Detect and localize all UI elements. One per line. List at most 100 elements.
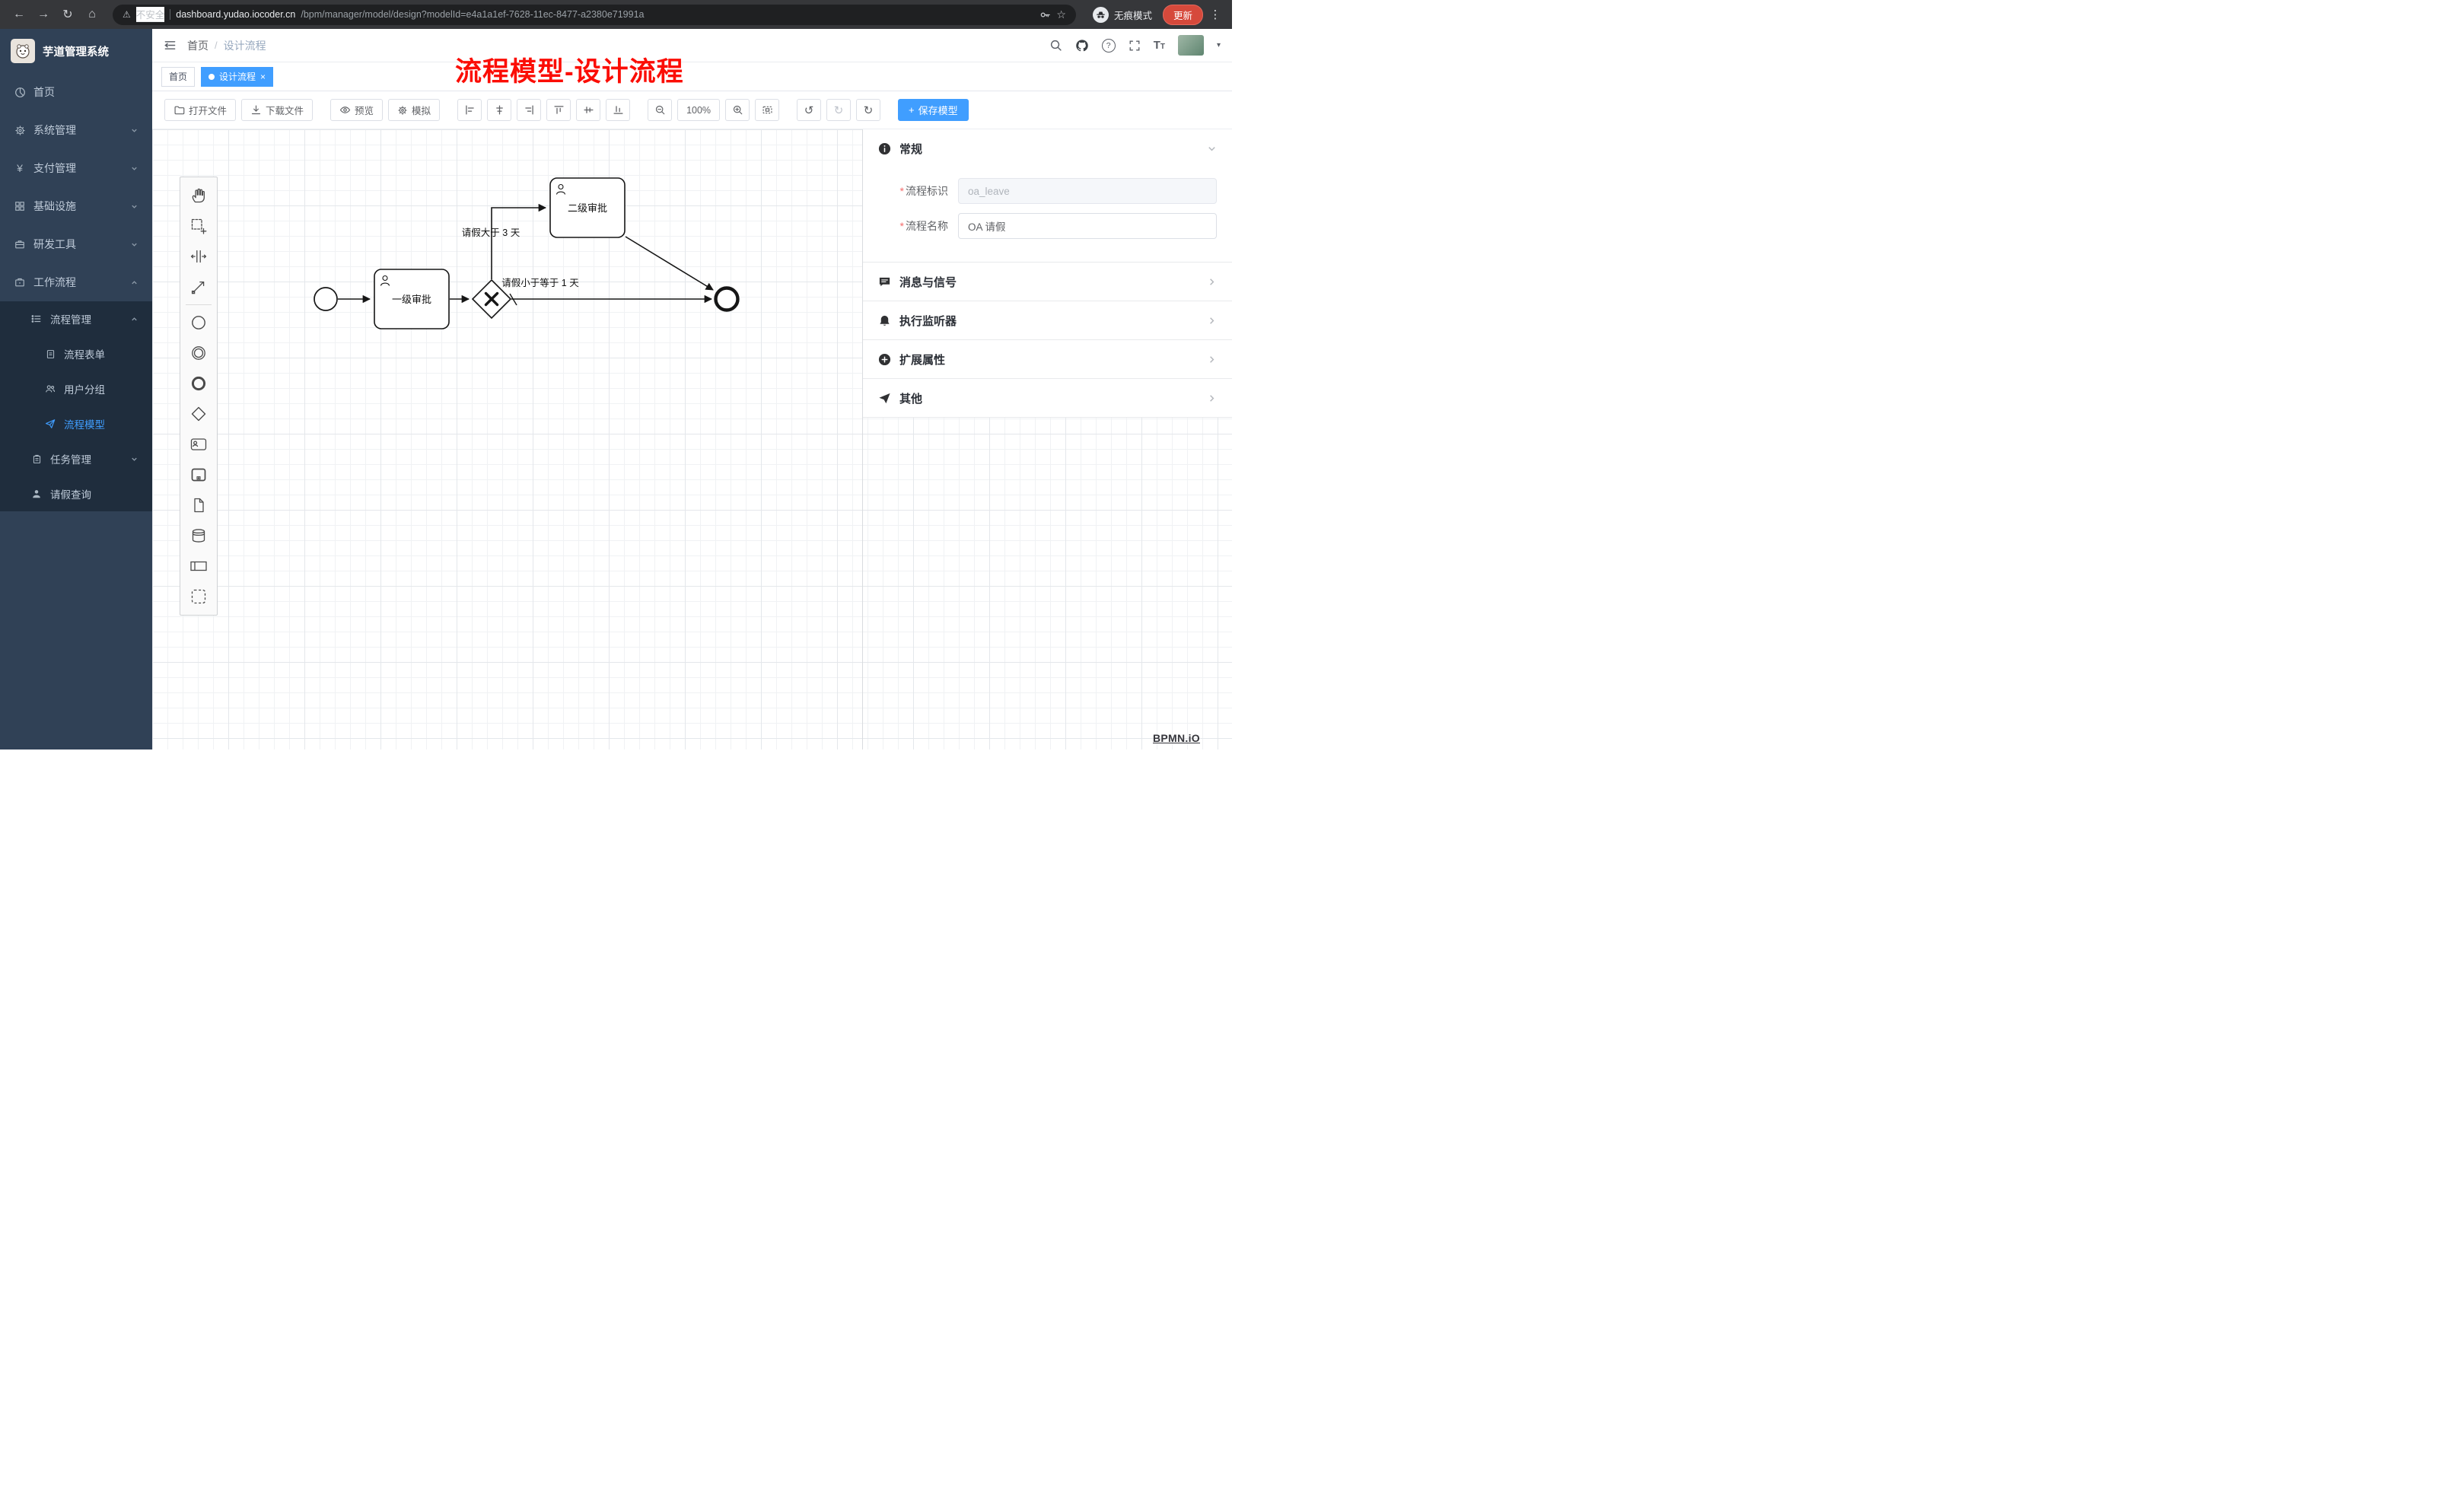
align-top-button[interactable] xyxy=(546,99,571,121)
align-right-button[interactable] xyxy=(517,99,542,121)
create-intermediate-event[interactable] xyxy=(181,338,216,368)
redo-button[interactable]: ↻ xyxy=(826,99,852,121)
align-middle-icon xyxy=(583,104,594,116)
bpmn-io-watermark[interactable]: BPMN.iO xyxy=(1153,732,1200,744)
forward-icon[interactable]: → xyxy=(37,8,49,21)
global-connect-tool[interactable] xyxy=(181,272,216,302)
sidebar-item-infra[interactable]: 基础设施 xyxy=(0,187,152,225)
chevron-up-icon xyxy=(130,278,138,287)
lasso-icon xyxy=(191,218,207,234)
sidebar-collapse-icon[interactable] xyxy=(164,39,177,52)
section-other-header[interactable]: 其他 xyxy=(863,379,1232,417)
font-size-icon[interactable]: TT xyxy=(1154,39,1165,53)
avatar[interactable] xyxy=(1177,35,1204,56)
space-tool[interactable] xyxy=(181,241,216,272)
update-button[interactable]: 更新 xyxy=(1162,4,1203,25)
sidebar-item-process-mgmt[interactable]: 流程管理 xyxy=(0,301,152,336)
sidebar-item-workflow[interactable]: 工作流程 xyxy=(0,263,152,301)
sidebar-item-leave-query[interactable]: 请假查询 xyxy=(0,476,152,511)
back-icon[interactable]: ← xyxy=(13,8,25,21)
bpmn-canvas[interactable]: 请假大于 3 天 请假小于等于 1 天 一级审批 xyxy=(152,129,1232,750)
start-event-node[interactable] xyxy=(314,287,338,311)
font-size-small: T xyxy=(1160,42,1165,51)
align-bottom-button[interactable] xyxy=(606,99,631,121)
fullscreen-icon[interactable] xyxy=(1129,40,1141,52)
content: 首页 / 设计流程 ? TT xyxy=(152,29,1232,750)
avatar-caret-icon[interactable]: ▾ xyxy=(1216,41,1221,49)
create-data-store[interactable] xyxy=(181,520,216,551)
incognito-icon xyxy=(1092,6,1109,23)
grid-icon xyxy=(14,201,26,212)
browser-menu-icon[interactable]: ⋮ xyxy=(1209,8,1221,21)
home-icon[interactable]: ⌂ xyxy=(88,8,96,21)
section-general-header[interactable]: 常规 xyxy=(863,129,1232,167)
restart-button[interactable]: ↻ xyxy=(856,99,881,121)
gear-icon xyxy=(397,105,408,116)
section-message-signal: 消息与信号 xyxy=(863,263,1232,301)
end-event-node[interactable] xyxy=(714,286,740,312)
align-left-icon xyxy=(464,104,476,116)
create-group[interactable] xyxy=(181,581,216,612)
process-name-input[interactable] xyxy=(958,213,1217,239)
save-model-button[interactable]: + 保存模型 xyxy=(898,99,969,121)
fit-viewport-button[interactable] xyxy=(755,99,780,121)
sidebar-item-process-model[interactable]: 流程模型 xyxy=(0,406,152,441)
key-icon[interactable] xyxy=(1039,9,1051,21)
preview-button[interactable]: 预览 xyxy=(330,99,384,121)
incognito-label: 无痕模式 xyxy=(1113,10,1152,21)
create-participant[interactable] xyxy=(181,551,216,581)
reload-icon[interactable]: ↻ xyxy=(62,8,73,21)
lasso-tool[interactable] xyxy=(181,211,216,241)
create-start-event[interactable] xyxy=(181,307,216,338)
fit-viewport-icon xyxy=(762,104,773,116)
create-end-event[interactable] xyxy=(181,368,216,399)
breadcrumb-current: 设计流程 xyxy=(223,39,266,52)
create-call-activity[interactable] xyxy=(181,460,216,490)
create-data-object[interactable] xyxy=(181,490,216,520)
search-icon[interactable] xyxy=(1049,39,1062,52)
sidebar-item-system[interactable]: 系统管理 xyxy=(0,111,152,149)
sidebar-item-user-group[interactable]: 用户分组 xyxy=(0,371,152,406)
open-file-button[interactable]: 打开文件 xyxy=(164,99,237,121)
tag-home[interactable]: 首页 xyxy=(161,66,196,87)
sidebar-item-task-mgmt[interactable]: 任务管理 xyxy=(0,441,152,476)
bookmark-star-icon[interactable]: ☆ xyxy=(1056,8,1066,21)
hand-tool[interactable] xyxy=(181,180,216,211)
sidebar-item-payment[interactable]: ¥ 支付管理 xyxy=(0,149,152,187)
zoom-out-icon xyxy=(654,104,666,116)
sidebar-item-devtools[interactable]: 研发工具 xyxy=(0,225,152,263)
chevron-down-icon xyxy=(130,202,138,211)
sidebar-item-process-form[interactable]: 流程表单 xyxy=(0,336,152,371)
toolbox-icon xyxy=(14,239,26,250)
align-center-button[interactable] xyxy=(487,99,512,121)
address-bar[interactable]: ⚠ 不安全 dashboard.yudao.iocoder.cn /bpm/ma… xyxy=(113,4,1076,25)
create-user-task[interactable] xyxy=(181,429,216,460)
section-execution-listener-header[interactable]: 执行监听器 xyxy=(863,301,1232,339)
help-icon[interactable]: ? xyxy=(1101,38,1116,53)
flow-gateway-to-task2[interactable] xyxy=(491,203,547,279)
tag-design-process[interactable]: 设计流程 × xyxy=(201,66,274,87)
task2-node[interactable]: 二级审批 xyxy=(549,177,626,238)
flow-label-le[interactable]: 请假小于等于 1 天 xyxy=(501,277,579,288)
create-gateway[interactable] xyxy=(181,399,216,429)
download-file-button[interactable]: 下载文件 xyxy=(241,99,314,121)
zoom-in-button[interactable] xyxy=(725,99,750,121)
section-message-signal-header[interactable]: 消息与信号 xyxy=(863,263,1232,301)
align-middle-button[interactable] xyxy=(576,99,601,121)
zoom-level: 100% xyxy=(677,99,721,121)
undo-icon: ↺ xyxy=(804,103,814,117)
exclusive-gateway-node[interactable] xyxy=(471,278,512,320)
align-left-button[interactable] xyxy=(457,99,482,121)
zoom-out-button[interactable] xyxy=(648,99,673,121)
sidebar-label-process-form: 流程表单 xyxy=(64,349,105,361)
github-icon[interactable] xyxy=(1075,39,1089,53)
tag-close-icon[interactable]: × xyxy=(260,71,266,82)
undo-button[interactable]: ↺ xyxy=(797,99,822,121)
simulate-button[interactable]: 模拟 xyxy=(388,99,441,121)
flow-label-gt[interactable]: 请假大于 3 天 xyxy=(462,228,520,238)
flow-task2-to-end[interactable] xyxy=(625,236,714,291)
sidebar-item-home[interactable]: 首页 xyxy=(0,73,152,111)
task1-node[interactable]: 一级审批 xyxy=(374,269,450,329)
section-extension-attrs-header[interactable]: 扩展属性 xyxy=(863,340,1232,378)
breadcrumb-home[interactable]: 首页 xyxy=(187,39,209,52)
